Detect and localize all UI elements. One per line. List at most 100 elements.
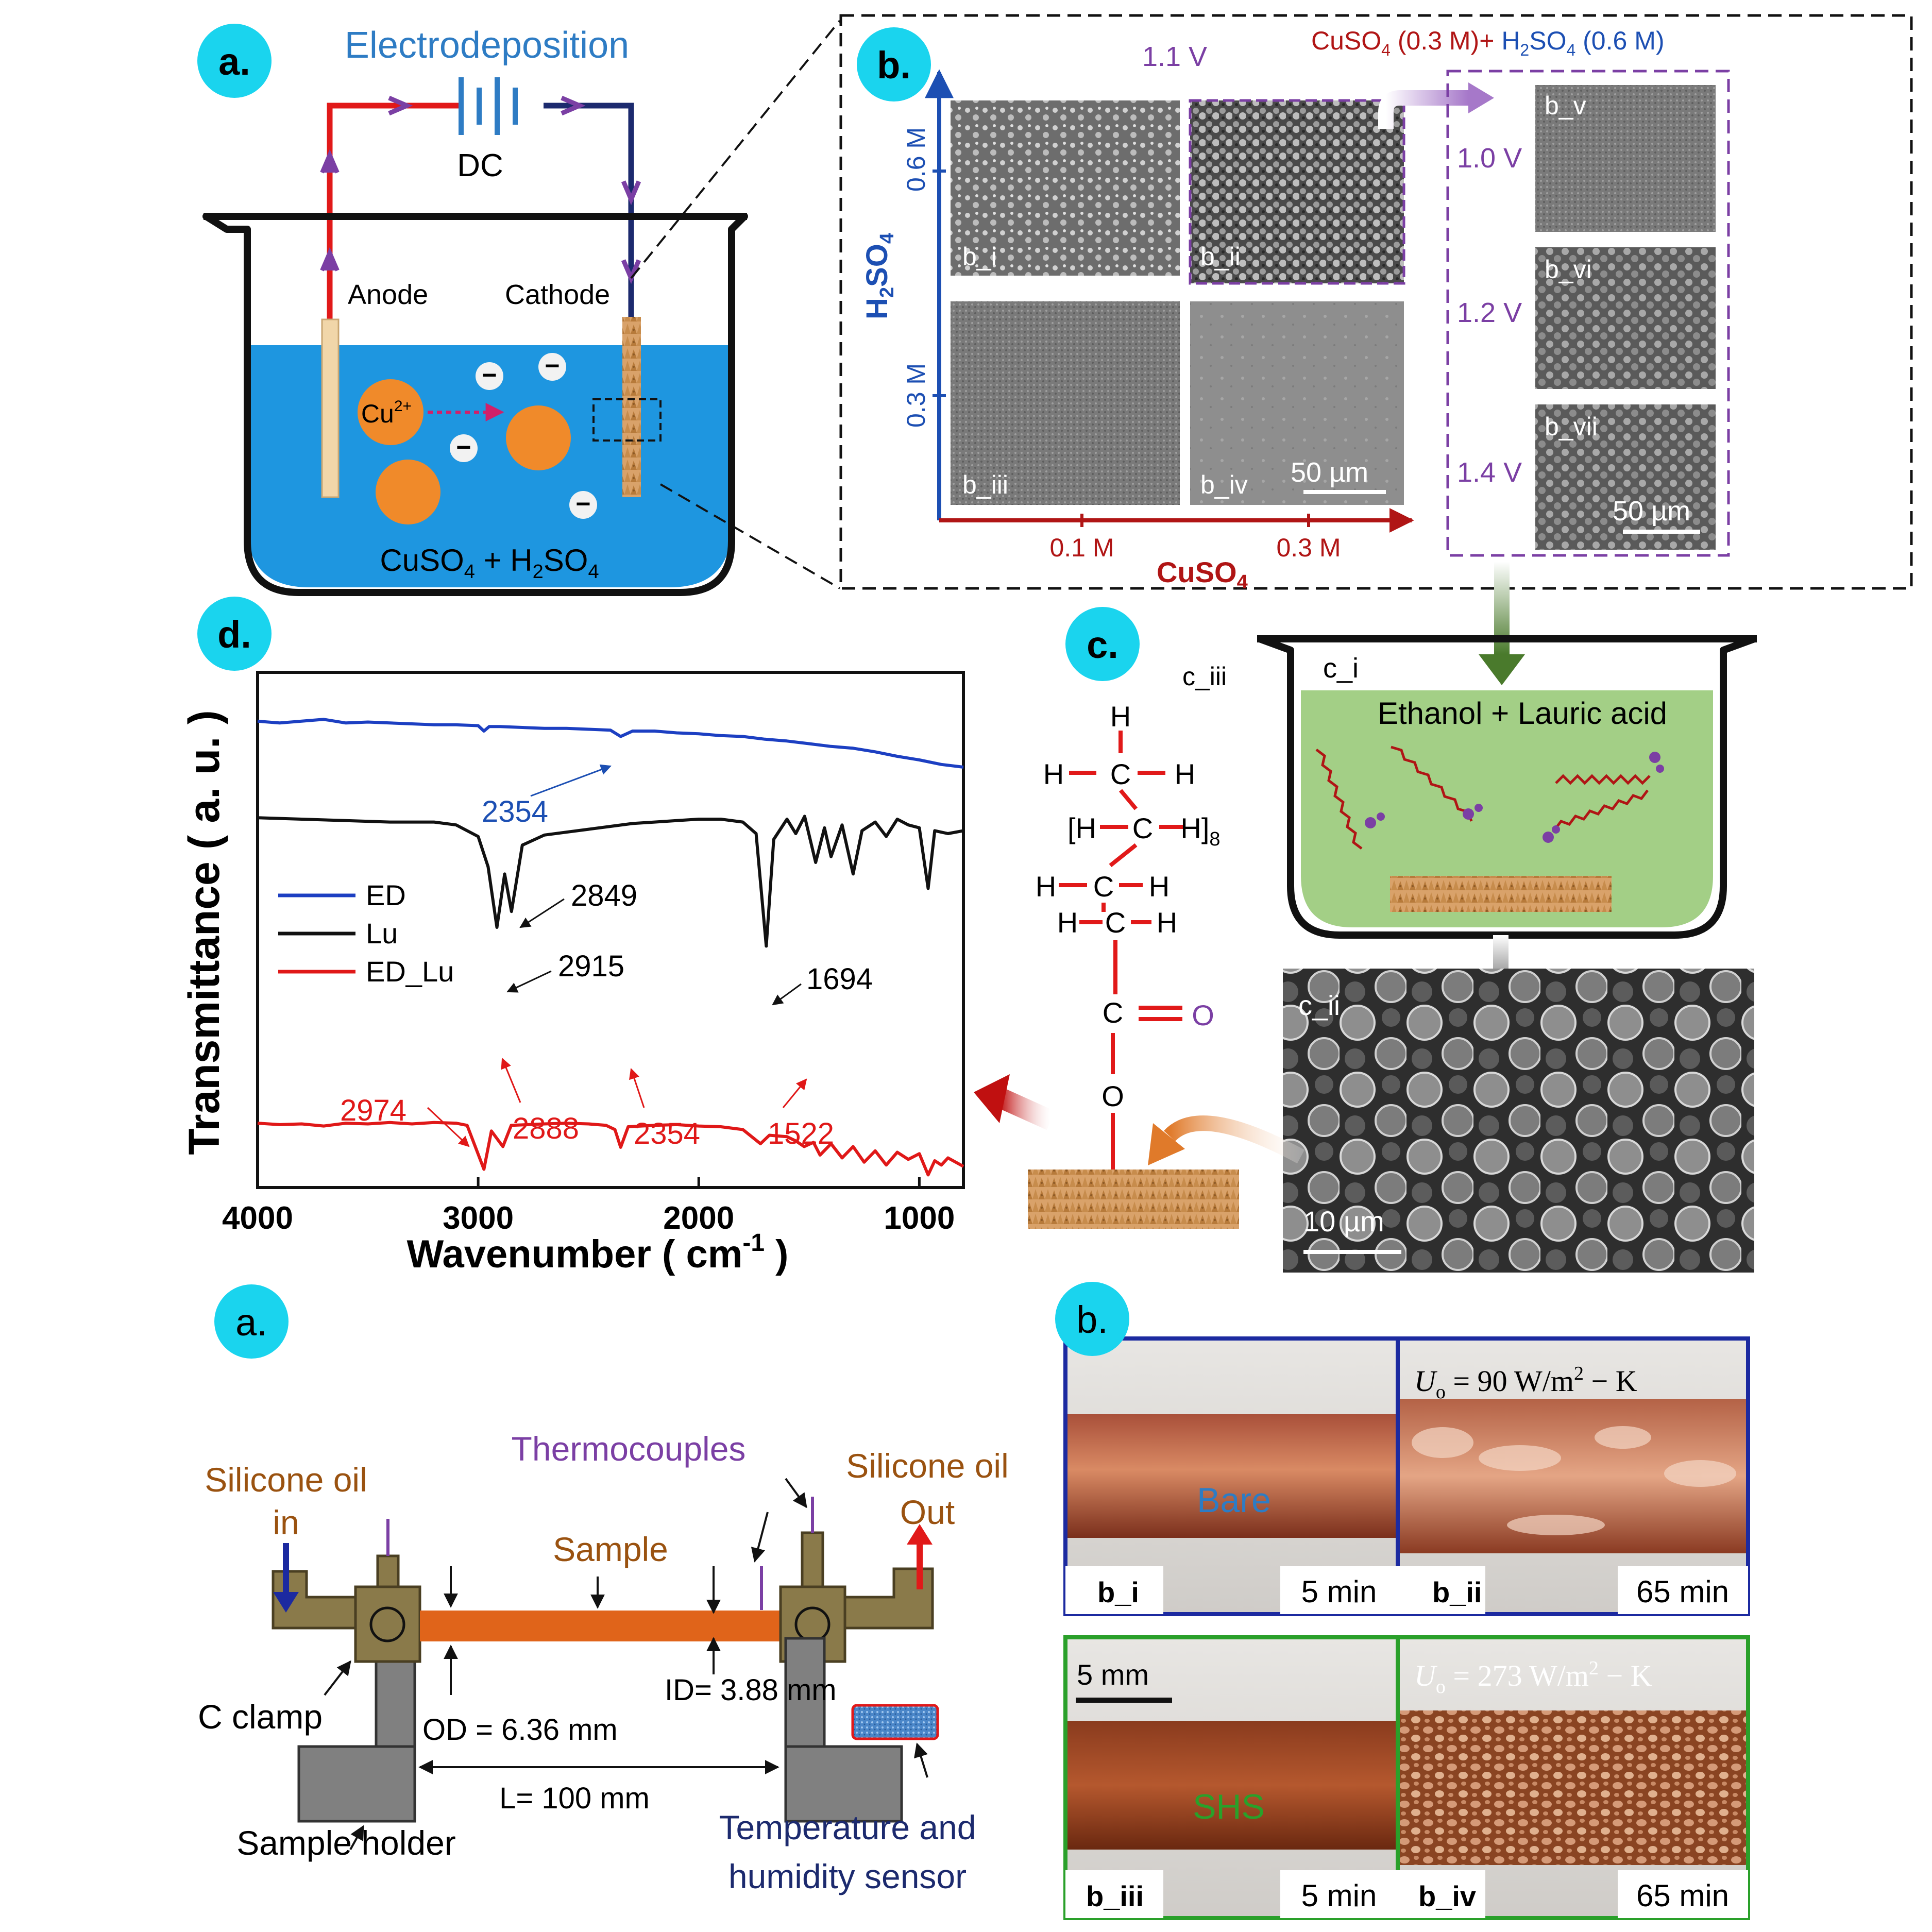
annotation-2354-edlu: 2354 [634, 1117, 700, 1150]
od-label: OD = 6.36 mm [422, 1713, 618, 1747]
annotation-2888: 2888 [513, 1112, 579, 1145]
sem-label-b-iii: b_iii [962, 470, 1008, 499]
legend-label-ed-lu: ED_Lu [366, 955, 454, 988]
voltage-label-b-vii: 1.4 V [1457, 457, 1522, 488]
cathode-label: Cathode [505, 279, 610, 310]
svg-text:O: O [1192, 999, 1214, 1031]
photo-b-i-time-box [1280, 1566, 1398, 1614]
molecule-headgroups [1365, 752, 1664, 843]
badge-a-bottom-label: a. [235, 1301, 267, 1344]
photo-b-iii-time: 5 min [1301, 1878, 1377, 1913]
panel-c-functionalization: c. c_i c_iii Ethanol + Lauric acid c_ii … [974, 562, 1757, 1273]
ftir-series-ed [257, 718, 964, 769]
x-axis-title: CuSO4 [1157, 556, 1248, 593]
label-c-i: c_i [1323, 653, 1359, 684]
photo-b-iii-time-box [1280, 1870, 1398, 1918]
panel-a-electrodeposition: a. Electrodeposition DC Anode Cathode Cu… [197, 20, 841, 596]
annotation-1694: 1694 [806, 962, 873, 996]
anode-electrode [321, 318, 340, 498]
lauric-acid-structure: H H C H [H C H]8 H C H H C H C [1036, 700, 1221, 1170]
badge-c [1065, 607, 1140, 681]
svg-text:H: H [1175, 758, 1195, 790]
svg-text:H: H [1110, 700, 1131, 733]
lauric-acid-solution [1301, 690, 1713, 927]
red-arrow-head [974, 1074, 1010, 1123]
sem-label-c-ii: c_ii [1298, 990, 1340, 1021]
voltage-label-top: 1.1 V [1142, 41, 1207, 72]
photo-b-i-time: 5 min [1301, 1574, 1377, 1609]
badge-d-label: d. [217, 613, 251, 656]
lauric-acid-molecules [1315, 745, 1651, 850]
cu-ion-particle [358, 379, 423, 445]
photo-b-iv-time-box [1618, 1870, 1748, 1918]
ftir-y-axis-label: Transmittance ( a. u. ) [180, 710, 228, 1155]
svg-text:C: C [1105, 906, 1126, 939]
right-holder-base [784, 1745, 903, 1823]
panel-b-dashed-frame [839, 14, 1913, 590]
arrow-down-icon [621, 180, 641, 206]
cu-particle [506, 405, 571, 470]
anode-label: Anode [348, 279, 428, 310]
annotation-2849: 2849 [571, 879, 637, 912]
panel-a-bottom-setup: a. Silicone oil in Thermocouples Silicon… [198, 1284, 1009, 1895]
svg-text:C: C [1110, 758, 1131, 790]
id-label: ID= 3.88 mm [665, 1673, 837, 1707]
photo-b-iii-label: b_iii [1086, 1880, 1144, 1912]
y-tick-low: 0.3 M [902, 363, 930, 428]
sample-holder-label: Sample holder [236, 1824, 456, 1862]
ftir-series-group [257, 718, 964, 1177]
arrow-right-icon [388, 95, 413, 116]
sem-label-b-vi: b_vi [1545, 255, 1592, 284]
zoom-line-top [630, 20, 841, 279]
photo-b-i-label-box [1065, 1566, 1163, 1614]
sem-image-b-v [1535, 85, 1716, 232]
dc-label: DC [457, 148, 503, 183]
functionalized-substrate [1028, 1170, 1239, 1229]
svg-text:H: H [1036, 870, 1056, 903]
sem-image-b-iii [951, 301, 1180, 505]
outlet-pipe [843, 1567, 934, 1630]
cathode-zoom-box [592, 398, 662, 442]
ftir-tick-label-1000: 1000 [884, 1200, 955, 1236]
ftir-annotations: 2354 2849 2915 1694 2974 2888 2354 1522 [340, 764, 873, 1150]
photo-b-ii-label: b_ii [1432, 1576, 1482, 1608]
cu-particle-2 [376, 460, 440, 524]
x-tick-low: 0.1 M [1049, 533, 1114, 562]
photo-b-ii-time: 65 min [1636, 1574, 1729, 1609]
annotation-1522: 1522 [768, 1117, 834, 1150]
y-tick-high: 0.6 M [902, 127, 930, 192]
ftir-plot-frame [256, 671, 965, 1189]
scale-bar-label-left: 50 µm [1291, 457, 1368, 488]
badge-a-bottom [214, 1284, 289, 1359]
arrow-up-icon [320, 149, 340, 174]
photo-b-i-label: b_i [1097, 1576, 1139, 1608]
shs-label: SHS [1193, 1787, 1265, 1826]
beaker-outline [202, 213, 748, 596]
cathode-electrode [622, 317, 641, 497]
selection-arrow-head [1468, 82, 1494, 113]
svg-text:−: − [575, 489, 590, 518]
battery-icon [459, 77, 518, 135]
scale-bar-label-c: 10 µm [1303, 1205, 1384, 1238]
sem-image-b-ii [1190, 100, 1404, 283]
holder-pointer [349, 1825, 364, 1850]
badge-b-top [857, 27, 931, 101]
svg-text:H: H [1057, 906, 1078, 939]
ftir-legend: ED Lu ED_Lu [278, 879, 454, 988]
scale-bar-label-right: 50 µm [1613, 496, 1690, 527]
photo-b-i-pipe [1065, 1414, 1398, 1538]
orange-arrow-head [1148, 1123, 1185, 1165]
sem-image-c-ii [1283, 969, 1754, 1273]
photo-b-iv-label-box [1398, 1870, 1485, 1918]
svg-text:O: O [1101, 1080, 1124, 1112]
sem-label-b-v: b_v [1545, 91, 1586, 120]
thermocouples-label: Thermocouples [512, 1430, 746, 1468]
annotation-2354-ed: 2354 [482, 795, 548, 828]
y-axis-title: H2SO4 [860, 233, 898, 319]
badge-b-bottom-label: b. [1076, 1298, 1108, 1341]
annotation-2915: 2915 [558, 950, 624, 983]
panel-b-sem-grid: b. 1.1 V CuSO4 (0.3 M)+ H2SO4 (0.6 M) 0.… [839, 14, 1913, 593]
scale-bar-label-photo: 5 mm [1077, 1658, 1149, 1691]
orange-curved-arrow [1163, 1115, 1305, 1164]
